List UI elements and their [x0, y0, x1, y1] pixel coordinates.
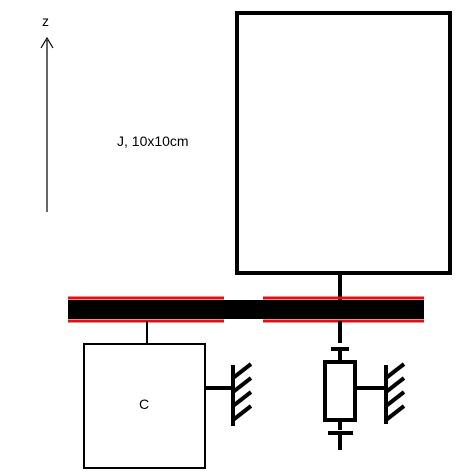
inertia-box	[235, 11, 452, 275]
z-axis-label: z	[42, 13, 49, 29]
beam	[68, 296, 424, 323]
beam-bar	[68, 300, 424, 319]
z-axis: z	[40, 13, 54, 212]
z-axis-arrowhead	[40, 36, 54, 49]
block-c	[83, 343, 206, 469]
ground-left	[205, 362, 253, 426]
inertia-label: J, 10x10cm	[117, 133, 189, 149]
ground-right	[355, 362, 406, 424]
damper	[323, 321, 357, 450]
block-c-label: C	[139, 396, 149, 412]
